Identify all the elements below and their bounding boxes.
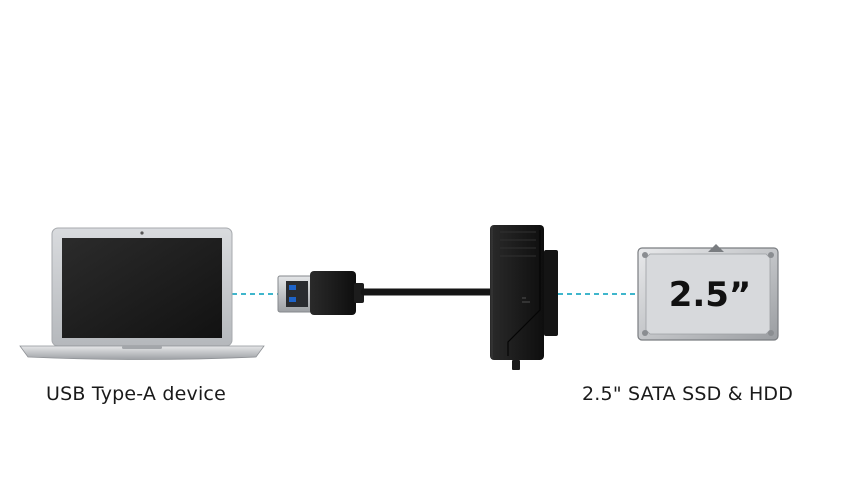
usb-plug-icon bbox=[277, 271, 364, 315]
source-device-label: USB Type-A device bbox=[46, 383, 226, 405]
hard-drive-icon: 2.5” bbox=[637, 244, 779, 341]
sata-adapter-icon bbox=[490, 225, 558, 370]
target-device-label: 2.5" SATA SSD & HDD bbox=[582, 383, 794, 405]
laptop-icon bbox=[19, 227, 265, 360]
drive-size-badge: 2.5” bbox=[669, 275, 752, 315]
